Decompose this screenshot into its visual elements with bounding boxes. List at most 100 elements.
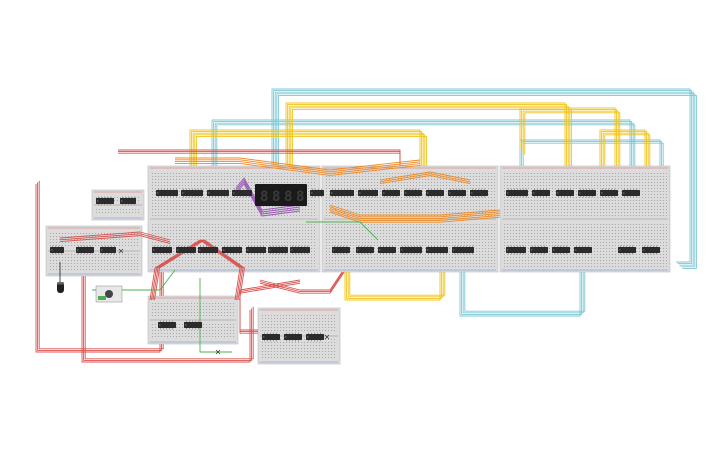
chip-pin [61, 245, 62, 247]
wire-red[interactable] [83, 258, 253, 361]
ic-chip-icon[interactable] [262, 332, 280, 342]
wire-purple[interactable] [235, 177, 301, 211]
wire-purple[interactable] [235, 179, 301, 213]
ic-chip-icon[interactable] [222, 245, 242, 255]
wire-red[interactable] [59, 231, 171, 241]
wire-cyan[interactable] [462, 251, 584, 314]
wire-red[interactable] [81, 260, 251, 363]
ic-chip-icon[interactable] [600, 188, 618, 198]
wire-orange[interactable] [329, 208, 501, 220]
ic-chip-icon[interactable] [552, 245, 570, 255]
wire-orange[interactable] [329, 211, 501, 223]
wire-orange[interactable] [329, 204, 501, 216]
ic-chip-icon[interactable] [96, 196, 114, 206]
wire-cyan[interactable] [271, 88, 691, 263]
wire-green[interactable] [306, 221, 379, 241]
ic-chip-icon[interactable] [246, 245, 266, 255]
ic-chip-icon[interactable] [426, 188, 444, 198]
ic-chip-icon[interactable] [532, 188, 550, 198]
ic-chip-icon[interactable] [404, 188, 422, 198]
ic-chip-icon[interactable] [358, 188, 378, 198]
breadboard[interactable] [499, 165, 671, 273]
wire-orange[interactable] [329, 209, 501, 221]
ic-chip-icon[interactable] [76, 245, 94, 255]
ic-chip-icon[interactable] [426, 245, 448, 255]
ic-chip-icon[interactable] [184, 320, 202, 330]
ic-chip-icon[interactable] [284, 332, 302, 342]
ic-chip-icon[interactable] [618, 245, 636, 255]
wire-orange[interactable] [175, 159, 421, 173]
wire-purple[interactable] [235, 181, 301, 215]
ic-chip-icon[interactable] [332, 245, 350, 255]
wire-orange[interactable] [379, 171, 471, 181]
ic-chip-icon[interactable] [530, 245, 548, 255]
wire-yellow[interactable] [290, 107, 571, 210]
ic-chip-icon[interactable] [268, 245, 288, 255]
wire-orange[interactable] [379, 173, 471, 183]
wire-orange[interactable] [379, 175, 471, 185]
ic-chip-icon[interactable] [382, 188, 400, 198]
ic-chip-icon[interactable] [152, 245, 172, 255]
ic-chip-icon[interactable] [181, 188, 203, 198]
wire-red[interactable] [149, 239, 241, 301]
wire-red[interactable] [259, 262, 351, 294]
ic-chip-icon[interactable] [622, 188, 640, 198]
ic-chip-icon[interactable] [556, 188, 574, 198]
wire-orange[interactable] [175, 161, 421, 175]
ic-chip-icon[interactable] [378, 245, 396, 255]
ic-chip-icon[interactable] [207, 188, 229, 198]
wire-cyan[interactable] [459, 255, 581, 317]
capacitor-icon[interactable] [57, 282, 64, 293]
wire-yellow[interactable] [524, 112, 621, 197]
wire-orange[interactable] [175, 157, 421, 171]
wire-red[interactable] [59, 233, 171, 243]
ic-chip-icon[interactable] [448, 188, 466, 198]
ic-chip-icon[interactable] [290, 245, 310, 255]
wire-red[interactable] [151, 239, 242, 301]
ic-chip-icon[interactable] [506, 245, 526, 255]
wire-cyan[interactable] [273, 90, 693, 265]
wire-orange[interactable] [329, 206, 501, 218]
ic-chip-icon[interactable] [198, 245, 218, 255]
ic-chip-icon[interactable] [310, 188, 324, 198]
wire-yellow[interactable] [285, 102, 566, 205]
wire-yellow[interactable] [288, 105, 569, 209]
wire-cyan[interactable] [277, 94, 697, 269]
ic-chip-icon[interactable] [642, 245, 660, 255]
ic-chip-icon[interactable] [452, 245, 474, 255]
wire-yellow[interactable] [291, 108, 572, 212]
wire-cyan[interactable] [461, 253, 583, 315]
wire-yellow[interactable] [519, 107, 616, 192]
wire-red[interactable] [154, 239, 245, 301]
ic-chip-icon[interactable] [470, 188, 488, 198]
ic-chip-icon[interactable] [330, 188, 354, 198]
ic-chip-icon[interactable] [156, 188, 178, 198]
ic-chip-icon[interactable] [306, 332, 324, 342]
wire-red[interactable] [152, 239, 244, 301]
wire-green[interactable] [199, 278, 232, 353]
wire-orange[interactable] [175, 162, 421, 176]
breadboard[interactable] [147, 295, 239, 345]
ic-chip-icon[interactable] [400, 245, 422, 255]
ic-chip-icon[interactable] [50, 245, 64, 255]
wire-yellow[interactable] [521, 109, 618, 194]
ic-chip-icon[interactable] [232, 188, 252, 198]
ic-chip-icon[interactable] [100, 245, 116, 255]
wire-cyan[interactable] [276, 93, 696, 268]
wire-cyan[interactable] [274, 91, 694, 266]
wire-red[interactable] [59, 235, 171, 245]
ic-chip-icon[interactable] [506, 188, 528, 198]
breadboard[interactable] [91, 189, 145, 221]
wire-cyan[interactable] [464, 250, 586, 312]
ic-chip-icon[interactable] [574, 245, 592, 255]
ic-chip-icon[interactable] [176, 245, 196, 255]
wire-yellow[interactable] [522, 110, 619, 196]
wire-yellow[interactable] [287, 104, 568, 207]
ic-chip-icon[interactable] [578, 188, 596, 198]
ic-chip-icon[interactable] [356, 245, 374, 255]
ic-chip-icon[interactable] [158, 320, 176, 330]
wire-red[interactable] [239, 282, 301, 334]
ic-chip-icon[interactable] [120, 196, 136, 206]
push-button-icon[interactable] [95, 285, 123, 303]
